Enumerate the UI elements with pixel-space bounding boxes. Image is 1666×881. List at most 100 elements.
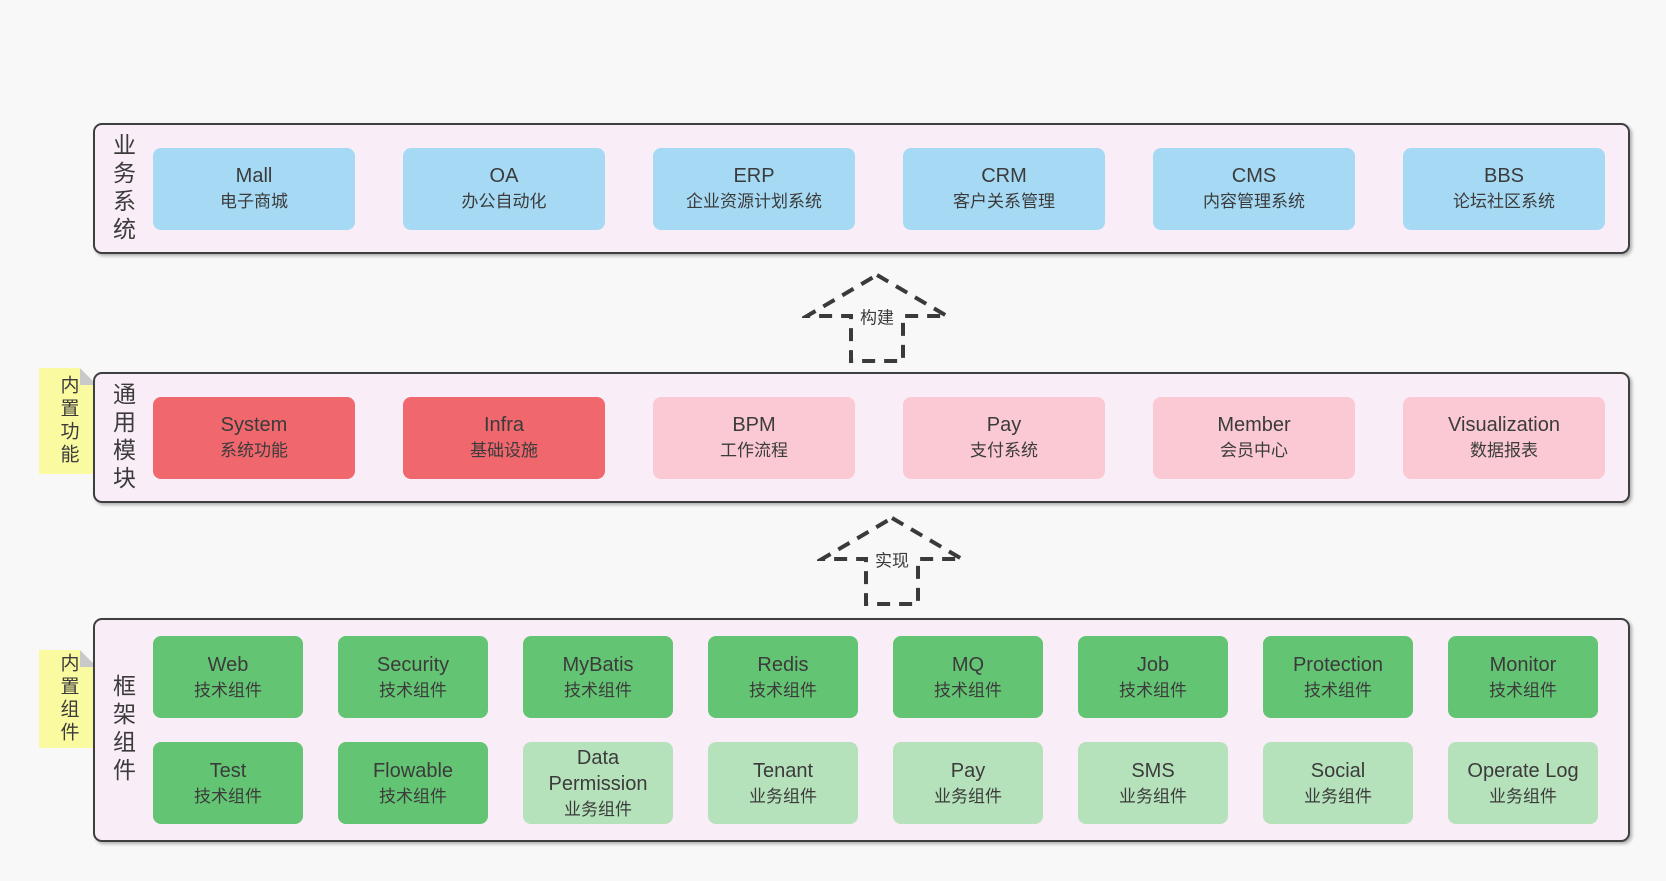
module-box-mybatis: MyBatis 技术组件 (523, 636, 673, 718)
band-label: 业务系统 (99, 125, 145, 252)
module-subtitle: 技术组件 (564, 680, 632, 700)
arrow-implement: 实现 (817, 515, 967, 607)
module-title: Social (1310, 759, 1366, 782)
module-title: Pay (950, 759, 986, 782)
module-box-operate-log: Operate Log 业务组件 (1448, 742, 1598, 824)
module-subtitle: 技术组件 (379, 786, 447, 806)
module-title: ERP (733, 165, 775, 187)
module-subtitle: 企业资源计划系统 (686, 192, 822, 211)
module-title: OA (489, 165, 519, 187)
module-title: Data Permission (548, 746, 648, 795)
band-label-text: 通用模块 (109, 381, 136, 494)
band-label: 框架组件 (99, 620, 145, 840)
module-title: Job (1136, 653, 1170, 676)
band-label-text: 业务系统 (109, 132, 136, 245)
module-subtitle: 业务组件 (564, 799, 632, 819)
module-box-infra: Infra 基础设施 (403, 396, 605, 479)
band-common-modules: 通用模块 System 系统功能 Infra 基础设施 BPM 工作流程 Pay 支付系统 Mem… (93, 372, 1630, 503)
module-box-sms: SMS 业务组件 (1078, 742, 1228, 824)
module-subtitle: 技术组件 (749, 680, 817, 700)
module-title: CRM (981, 165, 1027, 187)
module-row: System 系统功能 Infra 基础设施 BPM 工作流程 Pay 支付系统 Member 会… (153, 396, 1622, 479)
module-title: Infra (483, 414, 525, 436)
module-subtitle: 技术组件 (194, 786, 262, 806)
module-box-tenant: Tenant 业务组件 (708, 742, 858, 824)
module-subtitle: 论坛社区系统 (1453, 192, 1555, 211)
band-label-text: 框架组件 (109, 674, 136, 786)
sticky-note-builtin-components: 内置组件 (39, 650, 97, 748)
module-title: Monitor (1489, 653, 1557, 676)
module-title: Web (207, 653, 249, 676)
module-subtitle: 业务组件 (749, 786, 817, 806)
module-subtitle: 数据报表 (1470, 441, 1538, 460)
module-title: BBS (1483, 165, 1525, 187)
module-title: Mall (235, 165, 273, 187)
module-title: Security (376, 653, 450, 676)
module-box-bpm: BPM 工作流程 (653, 396, 855, 479)
module-box-pay: Pay 业务组件 (893, 742, 1043, 824)
module-title: System (220, 414, 288, 436)
module-box-erp: ERP 企业资源计划系统 (653, 147, 855, 230)
module-subtitle: 技术组件 (194, 680, 262, 700)
module-box-bbs: BBS 论坛社区系统 (1403, 147, 1605, 230)
module-subtitle: 支付系统 (970, 441, 1038, 460)
module-title: Pay (986, 414, 1022, 436)
module-title: Visualization (1448, 414, 1560, 436)
module-title: MyBatis (562, 653, 634, 676)
sticky-note-label: 内置组件 (57, 653, 79, 745)
module-title: Redis (757, 653, 809, 676)
module-title: Member (1217, 414, 1291, 436)
module-title: CMS (1231, 165, 1277, 187)
dashed-up-arrow-icon (802, 272, 952, 363)
module-subtitle: 办公自动化 (461, 192, 547, 211)
module-box-data-permission: Data Permission 业务组件 (523, 742, 673, 824)
module-subtitle: 业务组件 (1489, 786, 1557, 806)
module-box-monitor: Monitor 技术组件 (1448, 636, 1598, 718)
module-subtitle: 技术组件 (1489, 680, 1557, 700)
module-box-visualization: Visualization 数据报表 (1403, 396, 1605, 479)
module-subtitle: 技术组件 (1304, 680, 1372, 700)
module-box-web: Web 技术组件 (153, 636, 303, 718)
module-title: SMS (1131, 759, 1175, 782)
band-framework-components: 框架组件 Web 技术组件 Security 技术组件 MyBatis 技术组件 Redis 技… (93, 618, 1630, 842)
module-subtitle: 技术组件 (379, 680, 447, 700)
arrow-label: 构建 (857, 302, 897, 330)
band-label: 通用模块 (99, 374, 145, 501)
module-title: MQ (951, 653, 985, 676)
module-box-oa: OA 办公自动化 (403, 147, 605, 230)
module-box-mall: Mall 电子商城 (153, 147, 355, 230)
module-subtitle: 电子商城 (220, 192, 288, 211)
module-subtitle: 客户关系管理 (953, 192, 1055, 211)
module-box-crm: CRM 客户关系管理 (903, 147, 1105, 230)
module-subtitle: 业务组件 (934, 786, 1002, 806)
module-title: BPM (732, 414, 776, 436)
module-subtitle: 基础设施 (470, 441, 538, 460)
module-subtitle: 业务组件 (1304, 786, 1372, 806)
module-subtitle: 系统功能 (220, 441, 288, 460)
sticky-note-label: 内置功能 (57, 375, 79, 467)
module-title: Tenant (752, 759, 814, 782)
module-box-redis: Redis 技术组件 (708, 636, 858, 718)
sticky-note-builtin-features: 内置功能 (39, 368, 97, 474)
module-subtitle: 业务组件 (1119, 786, 1187, 806)
module-subtitle: 技术组件 (1119, 680, 1187, 700)
module-box-pay: Pay 支付系统 (903, 396, 1105, 479)
module-title: Flowable (372, 759, 454, 782)
module-subtitle: 工作流程 (720, 441, 788, 460)
module-box-flowable: Flowable 技术组件 (338, 742, 488, 824)
module-box-test: Test 技术组件 (153, 742, 303, 824)
module-box-security: Security 技术组件 (338, 636, 488, 718)
module-title: Operate Log (1467, 759, 1579, 782)
module-box-job: Job 技术组件 (1078, 636, 1228, 718)
module-title: Test (209, 759, 247, 782)
dashed-up-arrow-icon (817, 515, 967, 606)
module-box-member: Member 会员中心 (1153, 396, 1355, 479)
module-box-social: Social 业务组件 (1263, 742, 1413, 824)
module-subtitle: 会员中心 (1220, 441, 1288, 460)
arrow-label: 实现 (872, 545, 912, 573)
